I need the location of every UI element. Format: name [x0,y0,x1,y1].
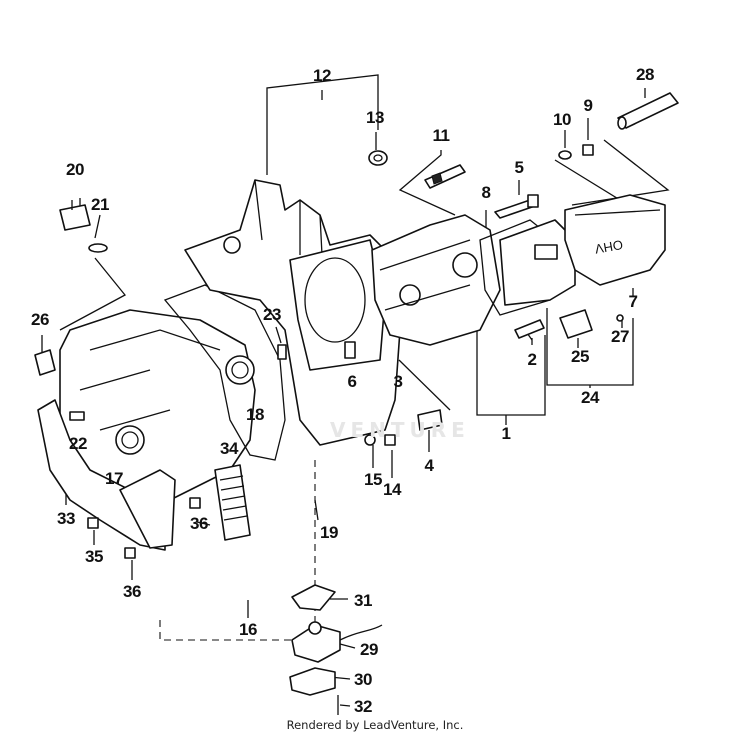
oil-level-sensor-20 [59,198,108,253]
callout-9: 9 [583,96,593,115]
callout-12: 12 [313,66,331,85]
crankcase-cover [59,309,256,501]
callout-26: 26 [31,310,49,329]
callout-34: 34 [220,439,238,458]
callout-18: 18 [246,405,264,424]
callout-17: 17 [105,469,123,488]
callout-16: 16 [239,620,257,639]
oil-pump-assembly [289,584,383,715]
spark-plug [424,164,466,189]
credit-text: Rendered by LeadVenture, Inc. [286,718,464,732]
callout-10: 10 [553,110,571,129]
bolt-5 [494,194,539,219]
callout-14: 14 [383,480,401,499]
callout-1: 1 [501,424,511,443]
cylinder-head [371,214,501,346]
svg-text:OHV: OHV [593,237,624,257]
callout-36-lower: 36 [123,582,141,601]
callout-19: 19 [320,523,338,542]
breather-tube-28 [617,92,679,130]
filter-screen-34 [214,464,251,541]
small-parts [34,309,624,559]
callout-15: 15 [364,470,382,489]
callout-13: 13 [366,108,384,127]
callout-4: 4 [424,456,434,475]
washer-10-bolt-9 [558,144,594,160]
callout-30: 30 [354,670,372,689]
callout-33: 33 [57,509,75,528]
callout-27: 27 [611,327,629,346]
callout-31: 31 [354,591,372,610]
callout-28: 28 [636,65,654,84]
callout-29: 29 [360,640,378,659]
valve-cover-inner [499,219,576,306]
valve-cover-ohv: OHV [564,194,666,286]
callout-22: 22 [69,434,87,453]
callout-25: 25 [571,347,589,366]
callout-20: 20 [66,160,84,179]
callout-11: 11 [432,126,450,145]
watermark-text: VENTURE [330,418,470,442]
callout-3: 3 [393,372,403,391]
callout-7: 7 [628,292,638,311]
cover-guard-plate [37,399,176,551]
oil-seal-13 [368,150,388,166]
callout-23: 23 [263,305,281,324]
callout-2: 2 [527,350,537,369]
callout-24: 24 [581,388,599,407]
callout-35: 35 [85,547,103,566]
callout-32: 32 [354,697,372,716]
gasket-main [163,284,286,461]
callout-5: 5 [514,158,524,177]
leader-lines [41,74,670,707]
callout-21: 21 [91,195,109,214]
callout-36-upper: 36 [190,514,208,533]
callout-6: 6 [347,372,357,391]
callout-8: 8 [481,183,491,202]
crankcase-block [184,179,401,446]
